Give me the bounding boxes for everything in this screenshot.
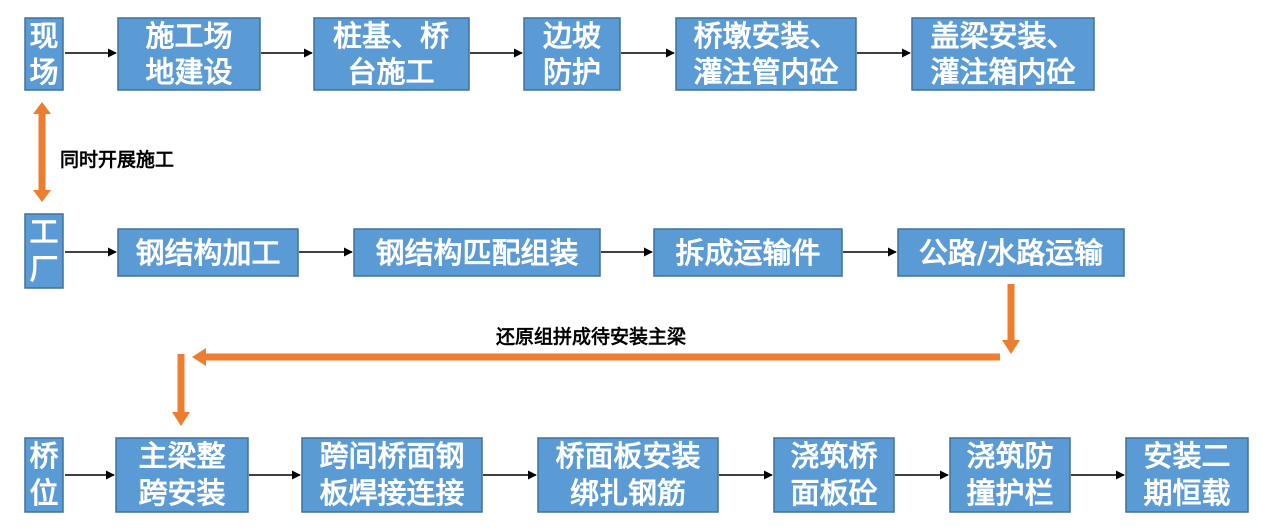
svg-text:场: 场 xyxy=(29,55,58,89)
svg-text:跨间桥面钢: 跨间桥面钢 xyxy=(319,439,464,473)
step-deck-slab-rebar: 桥面板安装 绑扎钢筋 xyxy=(537,437,719,513)
svg-text:桥面板安装: 桥面板安装 xyxy=(555,439,700,473)
svg-text:主梁整: 主梁整 xyxy=(138,439,225,473)
svg-text:桩基、桥: 桩基、桥 xyxy=(333,19,449,53)
svg-text:板焊接连接: 板焊接连接 xyxy=(319,476,464,510)
svg-text:桥: 桥 xyxy=(29,439,58,473)
svg-text:工: 工 xyxy=(29,215,58,249)
step-match-assembly: 钢结构匹配组装 xyxy=(353,228,601,277)
svg-text:钢结构匹配组装: 钢结构匹配组装 xyxy=(375,236,578,270)
parallel-link-arrow xyxy=(33,102,51,202)
svg-text:撞护栏: 撞护栏 xyxy=(966,476,1053,510)
svg-text:台施工: 台施工 xyxy=(347,55,434,89)
step-pier-installation: 桥墩安装、 灌注管内砼 xyxy=(675,17,857,91)
svg-text:浇筑防: 浇筑防 xyxy=(966,439,1053,473)
svg-text:盖梁安装、: 盖梁安装、 xyxy=(930,19,1075,53)
reassemble-link-arrow xyxy=(172,284,1020,426)
svg-text:钢结构加工: 钢结构加工 xyxy=(135,236,280,270)
svg-text:厂: 厂 xyxy=(29,252,58,286)
svg-text:灌注管内砼: 灌注管内砼 xyxy=(693,55,838,89)
step-secondary-dead-load: 安装二 期恒载 xyxy=(1125,437,1249,513)
step-crash-barrier: 浇筑防 撞护栏 xyxy=(949,437,1071,513)
step-pile-abutment: 桩基、桥 台施工 xyxy=(313,17,470,91)
row-label-factory: 工 厂 xyxy=(24,213,64,289)
step-deck-concrete: 浇筑桥 面板砼 xyxy=(773,437,895,513)
step-capbeam-installation: 盖梁安装、 灌注箱内砼 xyxy=(911,17,1095,91)
svg-text:边坡: 边坡 xyxy=(543,19,601,53)
svg-text:位: 位 xyxy=(29,476,58,510)
reassemble-note: 还原组拼成待安装主梁 xyxy=(495,325,687,348)
step-deck-plate-welding: 跨间桥面钢 板焊接连接 xyxy=(301,437,483,513)
svg-text:灌注箱内砼: 灌注箱内砼 xyxy=(930,55,1075,89)
row-label-site: 现 场 xyxy=(24,17,64,91)
svg-text:现: 现 xyxy=(29,19,58,53)
step-slope-protection: 边坡 防护 xyxy=(523,17,621,91)
svg-text:绑扎钢筋: 绑扎钢筋 xyxy=(570,476,686,510)
svg-text:桥墩安装、: 桥墩安装、 xyxy=(693,19,838,53)
step-road-water-transport: 公路/水路运输 xyxy=(897,228,1125,277)
row-label-bridge-site: 桥 位 xyxy=(24,437,64,513)
svg-text:地建设: 地建设 xyxy=(145,55,232,89)
svg-text:拆成运输件: 拆成运输件 xyxy=(675,236,820,270)
step-steel-fabrication: 钢结构加工 xyxy=(117,228,299,277)
svg-text:面板砼: 面板砼 xyxy=(790,476,877,510)
svg-text:期恒载: 期恒载 xyxy=(1143,476,1230,510)
svg-text:公路/水路运输: 公路/水路运输 xyxy=(919,236,1105,270)
svg-text:浇筑桥: 浇筑桥 xyxy=(790,439,877,473)
step-site-preparation: 施工场 地建设 xyxy=(117,17,261,91)
svg-text:施工场: 施工场 xyxy=(145,19,232,53)
parallel-note: 同时开展施工 xyxy=(60,148,174,171)
svg-text:安装二: 安装二 xyxy=(1143,439,1230,473)
step-girder-erection: 主梁整 跨安装 xyxy=(115,437,249,513)
svg-text:跨安装: 跨安装 xyxy=(138,476,225,510)
step-split-transport-units: 拆成运输件 xyxy=(653,228,843,277)
svg-text:防护: 防护 xyxy=(543,55,601,89)
